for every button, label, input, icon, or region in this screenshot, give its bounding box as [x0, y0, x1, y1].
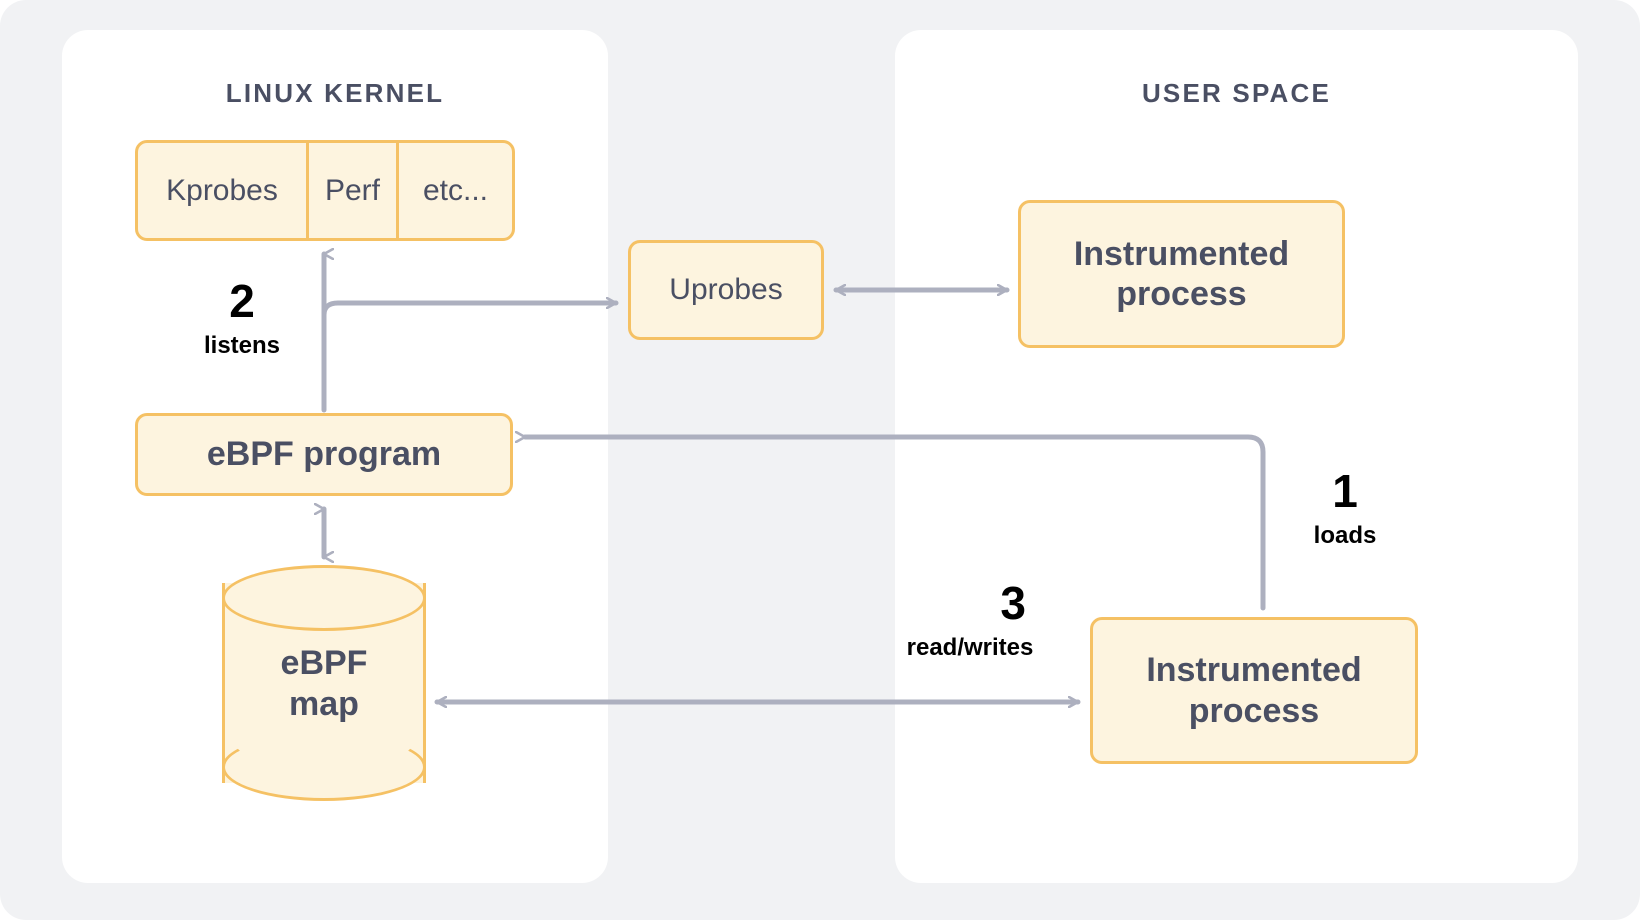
node-ebpf-program[interactable]: eBPF program [135, 413, 513, 496]
process-top-line1: Instrumented [1073, 234, 1290, 273]
probe-cell-etc[interactable]: etc... [422, 173, 489, 207]
step-label-1-loads: 1 loads [1286, 468, 1404, 551]
node-kernel-probes[interactable]: Kprobes Perf etc... [135, 140, 515, 241]
step-1-number: 1 [1332, 465, 1358, 517]
step-2-caption: listens [203, 332, 281, 359]
node-instrumented-process-top[interactable]: Instrumented process [1018, 200, 1345, 348]
node-ebpf-map[interactable]: eBPF map [222, 565, 426, 801]
panel-title-user-space: USER SPACE [1141, 78, 1332, 108]
cylinder-top-ellipse [222, 565, 426, 631]
ebpf-map-label: eBPF map [222, 643, 426, 726]
step-2-number: 2 [229, 275, 255, 327]
probe-cell-kprobes[interactable]: Kprobes [138, 143, 309, 238]
ebpf-map-line1: eBPF [280, 644, 368, 682]
ebpf-map-line2: map [289, 685, 359, 724]
cylinder-bottom-ellipse [222, 733, 426, 801]
panel-title-linux-kernel: LINUX KERNEL [225, 78, 445, 108]
probe-cell-perf[interactable]: Perf [309, 143, 399, 238]
process-bottom-line1: Instrumented [1146, 651, 1362, 690]
node-uprobes[interactable]: Uprobes [628, 240, 824, 340]
process-bottom-line2: process [1188, 691, 1320, 730]
step-label-2-listens: 2 listens [170, 278, 314, 361]
step-3-number: 3 [1000, 577, 1026, 629]
process-top-line2: process [1116, 275, 1247, 313]
node-instrumented-process-bottom[interactable]: Instrumented process [1090, 617, 1418, 764]
step-label-3-read-writes: 3 read/writes [870, 580, 1070, 663]
step-3-caption: read/writes [906, 634, 1034, 661]
step-1-caption: loads [1313, 522, 1377, 549]
